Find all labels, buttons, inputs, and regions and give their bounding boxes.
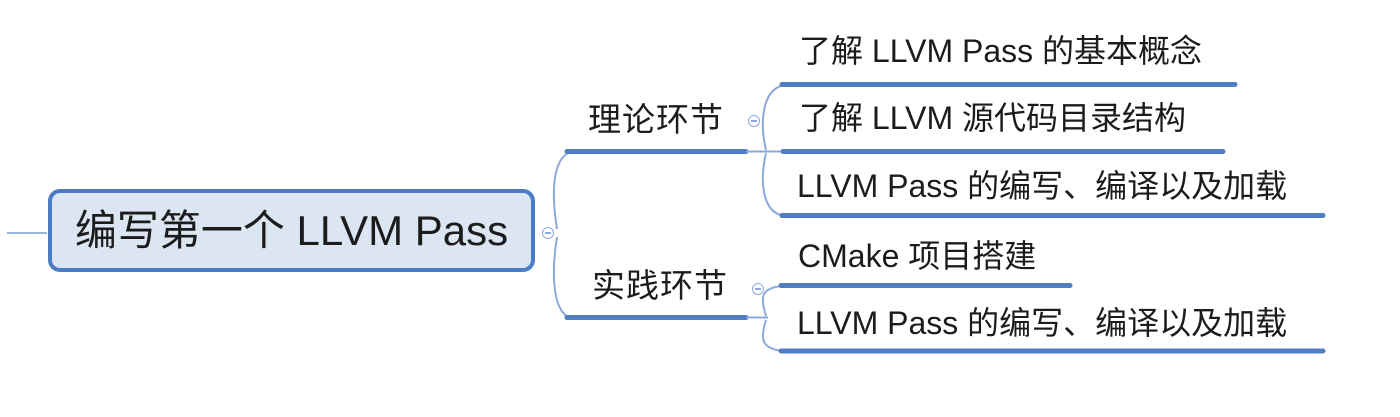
root-collapse-icon[interactable] <box>542 227 554 239</box>
root-topic[interactable]: 编写第一个 LLVM Pass <box>48 189 535 272</box>
minus-glyph <box>545 232 551 234</box>
practice-collapse-icon[interactable] <box>752 283 764 295</box>
root-topic-label: 编写第一个 LLVM Pass <box>74 206 509 254</box>
theory-curve-to-leaf1 <box>761 84 785 151</box>
practice-curve-to-leaf2 <box>761 319 783 352</box>
leaf-topic-practice-2[interactable]: LLVM Pass 的编写、编译以及加载 <box>797 305 1288 341</box>
leaf-topic-practice-1[interactable]: CMake 项目搭建 <box>798 238 1037 274</box>
theory-curve-to-leaf3 <box>761 152 785 217</box>
practice-curve-to-leaf1 <box>761 285 783 317</box>
leaf-topic-theory-1[interactable]: 了解 LLVM Pass 的基本概念 <box>799 33 1203 69</box>
minus-glyph <box>751 120 757 122</box>
leaf-topic-theory-2[interactable]: 了解 LLVM 源代码目录结构 <box>799 100 1187 136</box>
leaf-topic-theory-3[interactable]: LLVM Pass 的编写、编译以及加载 <box>797 168 1288 204</box>
branch-curve-root-to-theory <box>552 151 571 230</box>
theory-collapse-icon[interactable] <box>748 115 760 127</box>
branch-curve-root-to-practice <box>552 236 571 319</box>
minus-glyph <box>755 288 761 290</box>
subtopic-theory[interactable]: 理论环节 <box>588 101 724 138</box>
subtopic-practice[interactable]: 实践环节 <box>592 267 728 304</box>
